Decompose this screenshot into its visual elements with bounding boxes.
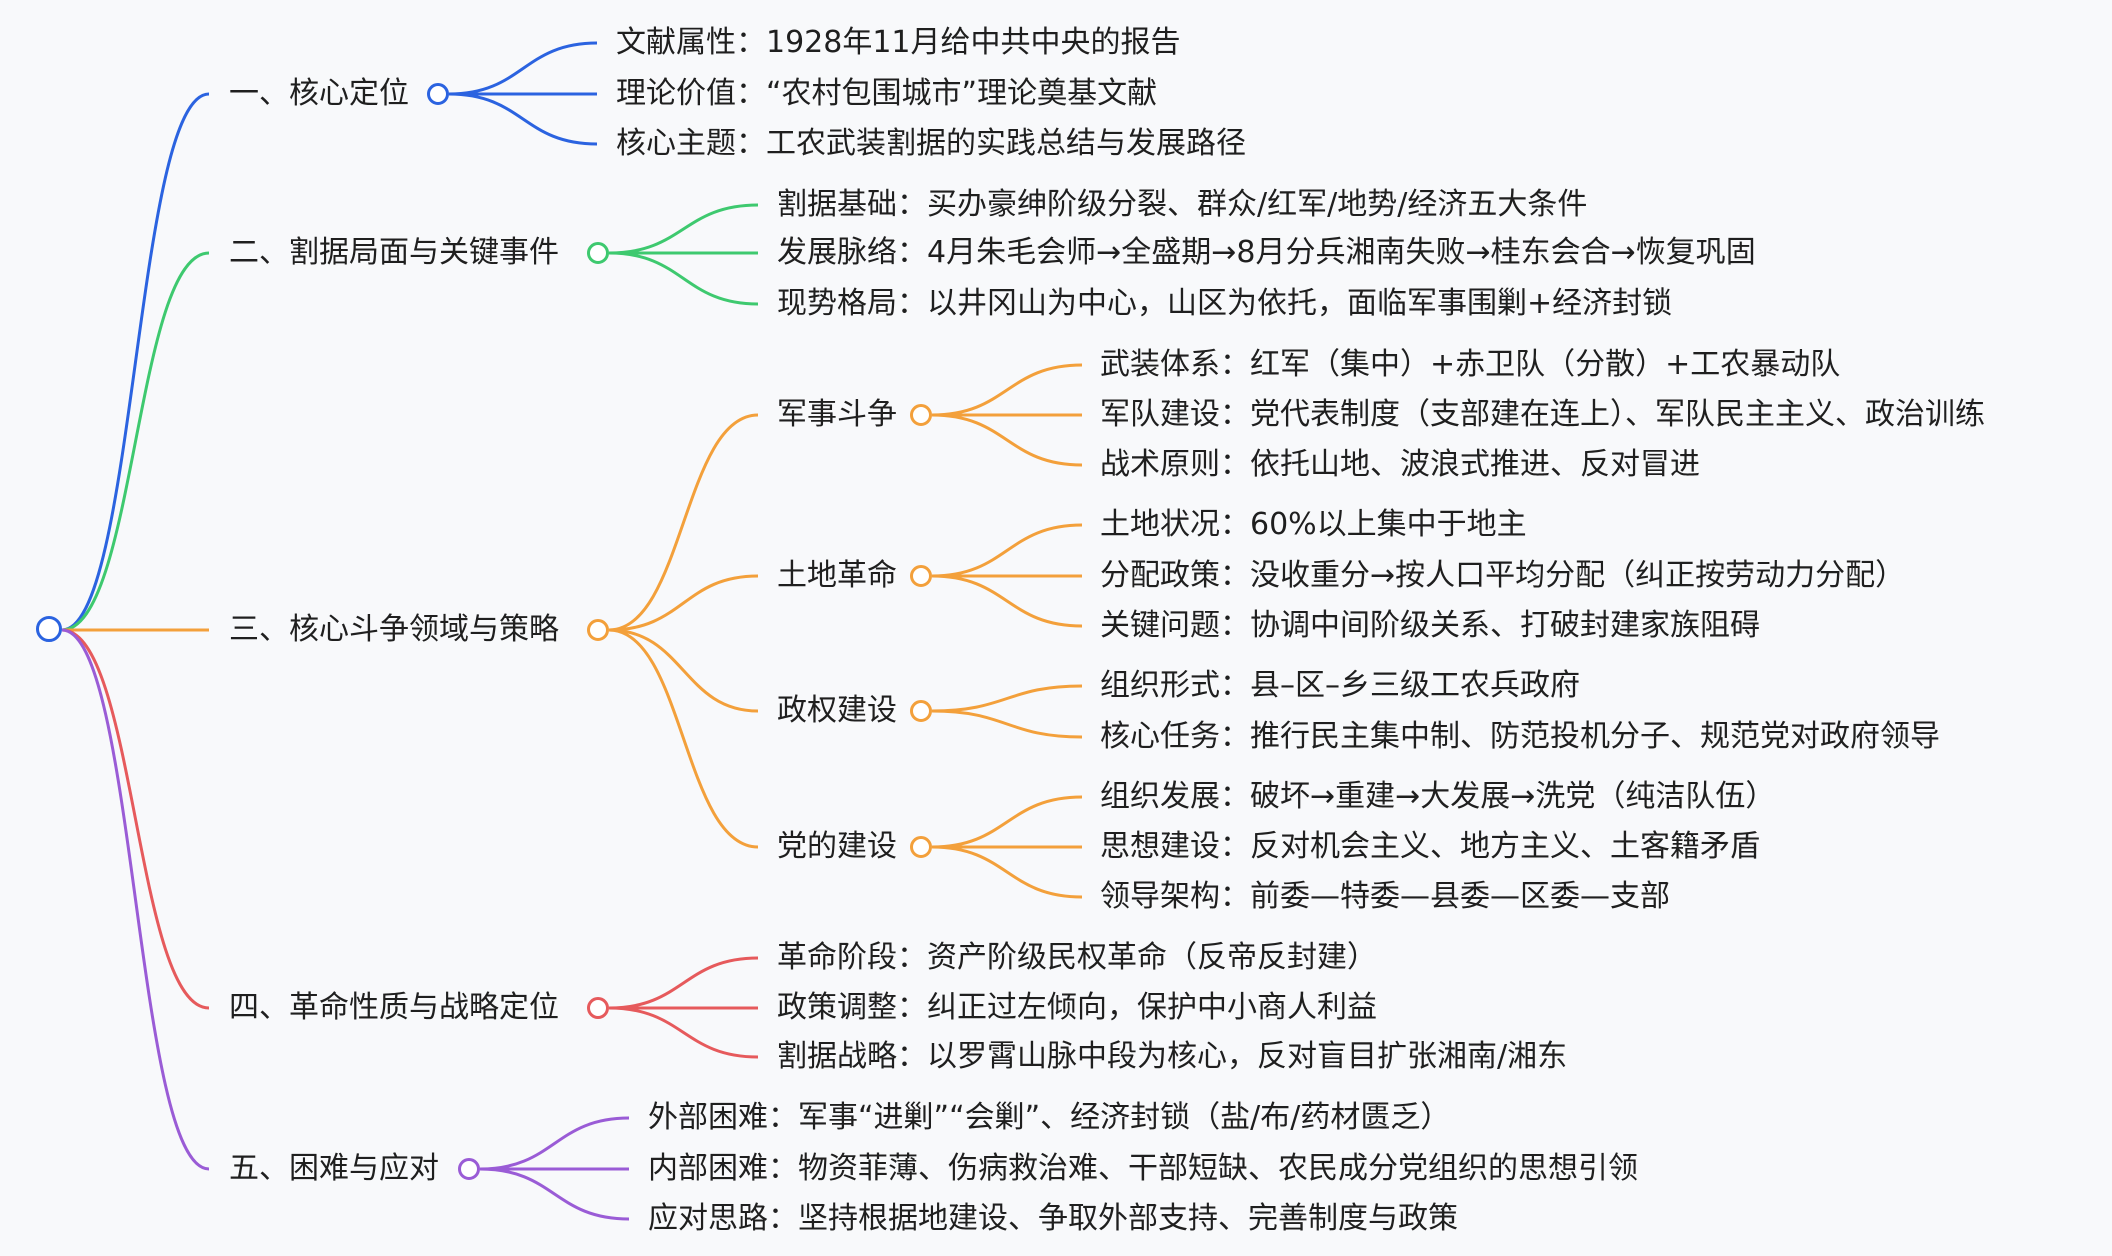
connector-line: [61, 92, 210, 632]
connector-line: [931, 363, 1083, 417]
leaf-node[interactable]: 应对思路：坚持根据地建设、争取外部支持、完善制度与政策: [648, 1201, 1458, 1236]
sub-branch-collapse-toggle[interactable]: [910, 565, 932, 587]
connector-line: [931, 523, 1083, 578]
sub-branch-node[interactable]: 党的建设: [777, 829, 897, 864]
branch-node[interactable]: 四、革命性质与战略定位: [229, 990, 559, 1025]
connector-line: [608, 203, 759, 255]
leaf-node[interactable]: 理论价值：“农村包围城市”理论奠基文献: [616, 76, 1158, 111]
connector-line: [608, 1006, 759, 1059]
leaf-node[interactable]: 外部困难：军事“进剿”“会剿”、经济封锁（盐/布/药材匮乏）: [648, 1100, 1451, 1135]
branch-node[interactable]: 一、核心定位: [229, 76, 409, 111]
leaf-node[interactable]: 文献属性：1928年11月给中共中央的报告: [616, 25, 1181, 60]
connector-line: [608, 413, 759, 632]
connector-line: [479, 1116, 630, 1171]
sub-branch-collapse-toggle[interactable]: [910, 836, 932, 858]
connector-line: [608, 251, 759, 306]
leaf-node[interactable]: 战术原则：依托山地、波浪式推进、反对冒进: [1100, 447, 1700, 482]
leaf-node[interactable]: 武装体系：红军（集中）+赤卫队（分散）+工农暴动队: [1100, 347, 1841, 382]
connector-line: [448, 41, 598, 96]
sub-branch-node[interactable]: 政权建设: [777, 693, 897, 728]
leaf-node[interactable]: 分配政策：没收重分→按人口平均分配（纠正按劳动力分配）: [1100, 558, 1906, 593]
leaf-node[interactable]: 思想建设：反对机会主义、地方主义、土客籍矛盾: [1100, 829, 1760, 864]
leaf-node[interactable]: 组织发展：破坏→重建→大发展→洗党（纯洁队伍）: [1100, 779, 1776, 814]
root-node[interactable]: [36, 616, 62, 642]
leaf-node[interactable]: 割据战略：以罗霄山脉中段为核心，反对盲目扩张湘南/湘东: [777, 1039, 1568, 1074]
leaf-node[interactable]: 现势格局：以井冈山为中心，山区为依托，面临军事围剿+经济封锁: [777, 286, 1673, 321]
connector-line: [931, 845, 1083, 899]
branch-node[interactable]: 五、困难与应对: [229, 1151, 439, 1186]
connector-line: [608, 574, 759, 632]
connector-line: [608, 628, 759, 849]
connector-line: [931, 709, 1083, 739]
connector-line: [931, 574, 1083, 628]
branch-collapse-toggle[interactable]: [587, 997, 609, 1019]
leaf-node[interactable]: 割据基础：买办豪绅阶级分裂、群众/红军/地势/经济五大条件: [777, 187, 1588, 222]
connector-line: [61, 628, 210, 1010]
connector-line: [61, 251, 210, 632]
leaf-node[interactable]: 发展脉络：4月朱毛会师→全盛期→8月分兵湘南失败→桂东会合→恢复巩固: [777, 235, 1756, 270]
branch-collapse-toggle[interactable]: [427, 83, 449, 105]
leaf-node[interactable]: 内部困难：物资菲薄、伤病救治难、干部短缺、农民成分党组织的思想引领: [648, 1151, 1638, 1186]
branch-node[interactable]: 二、割据局面与关键事件: [229, 235, 559, 270]
branch-collapse-toggle[interactable]: [587, 242, 609, 264]
connector-line: [61, 628, 210, 1171]
leaf-node[interactable]: 土地状况：60%以上集中于地主: [1100, 507, 1527, 542]
connector-line: [479, 1167, 630, 1221]
leaf-node[interactable]: 组织形式：县–区–乡三级工农兵政府: [1100, 668, 1580, 703]
leaf-node[interactable]: 核心任务：推行民主集中制、防范投机分子、规范党对政府领导: [1100, 719, 1940, 754]
leaf-node[interactable]: 领导架构：前委—特委—县委—区委—支部: [1100, 879, 1670, 914]
sub-branch-node[interactable]: 土地革命: [777, 558, 897, 593]
leaf-node[interactable]: 革命阶段：资产阶级民权革命（反帝反封建）: [777, 940, 1377, 975]
connector-line: [608, 628, 759, 713]
leaf-node[interactable]: 政策调整：纠正过左倾向，保护中小商人利益: [777, 990, 1377, 1025]
sub-branch-collapse-toggle[interactable]: [910, 404, 932, 426]
leaf-node[interactable]: 核心主题：工农武装割据的实践总结与发展路径: [616, 126, 1246, 161]
sub-branch-collapse-toggle[interactable]: [910, 700, 932, 722]
connector-line: [448, 92, 598, 146]
sub-branch-node[interactable]: 军事斗争: [777, 397, 897, 432]
branch-node[interactable]: 三、核心斗争领域与策略: [229, 612, 559, 647]
connector-line: [608, 956, 759, 1010]
branch-collapse-toggle[interactable]: [587, 619, 609, 641]
leaf-node[interactable]: 关键问题：协调中间阶级关系、打破封建家族阻碍: [1100, 608, 1760, 643]
connector-line: [931, 684, 1083, 713]
branch-collapse-toggle[interactable]: [458, 1158, 480, 1180]
connector-line: [931, 413, 1083, 467]
connector-line: [931, 795, 1083, 849]
leaf-node[interactable]: 军队建设：党代表制度（支部建在连上）、军队民主主义、政治训练: [1100, 397, 1985, 432]
